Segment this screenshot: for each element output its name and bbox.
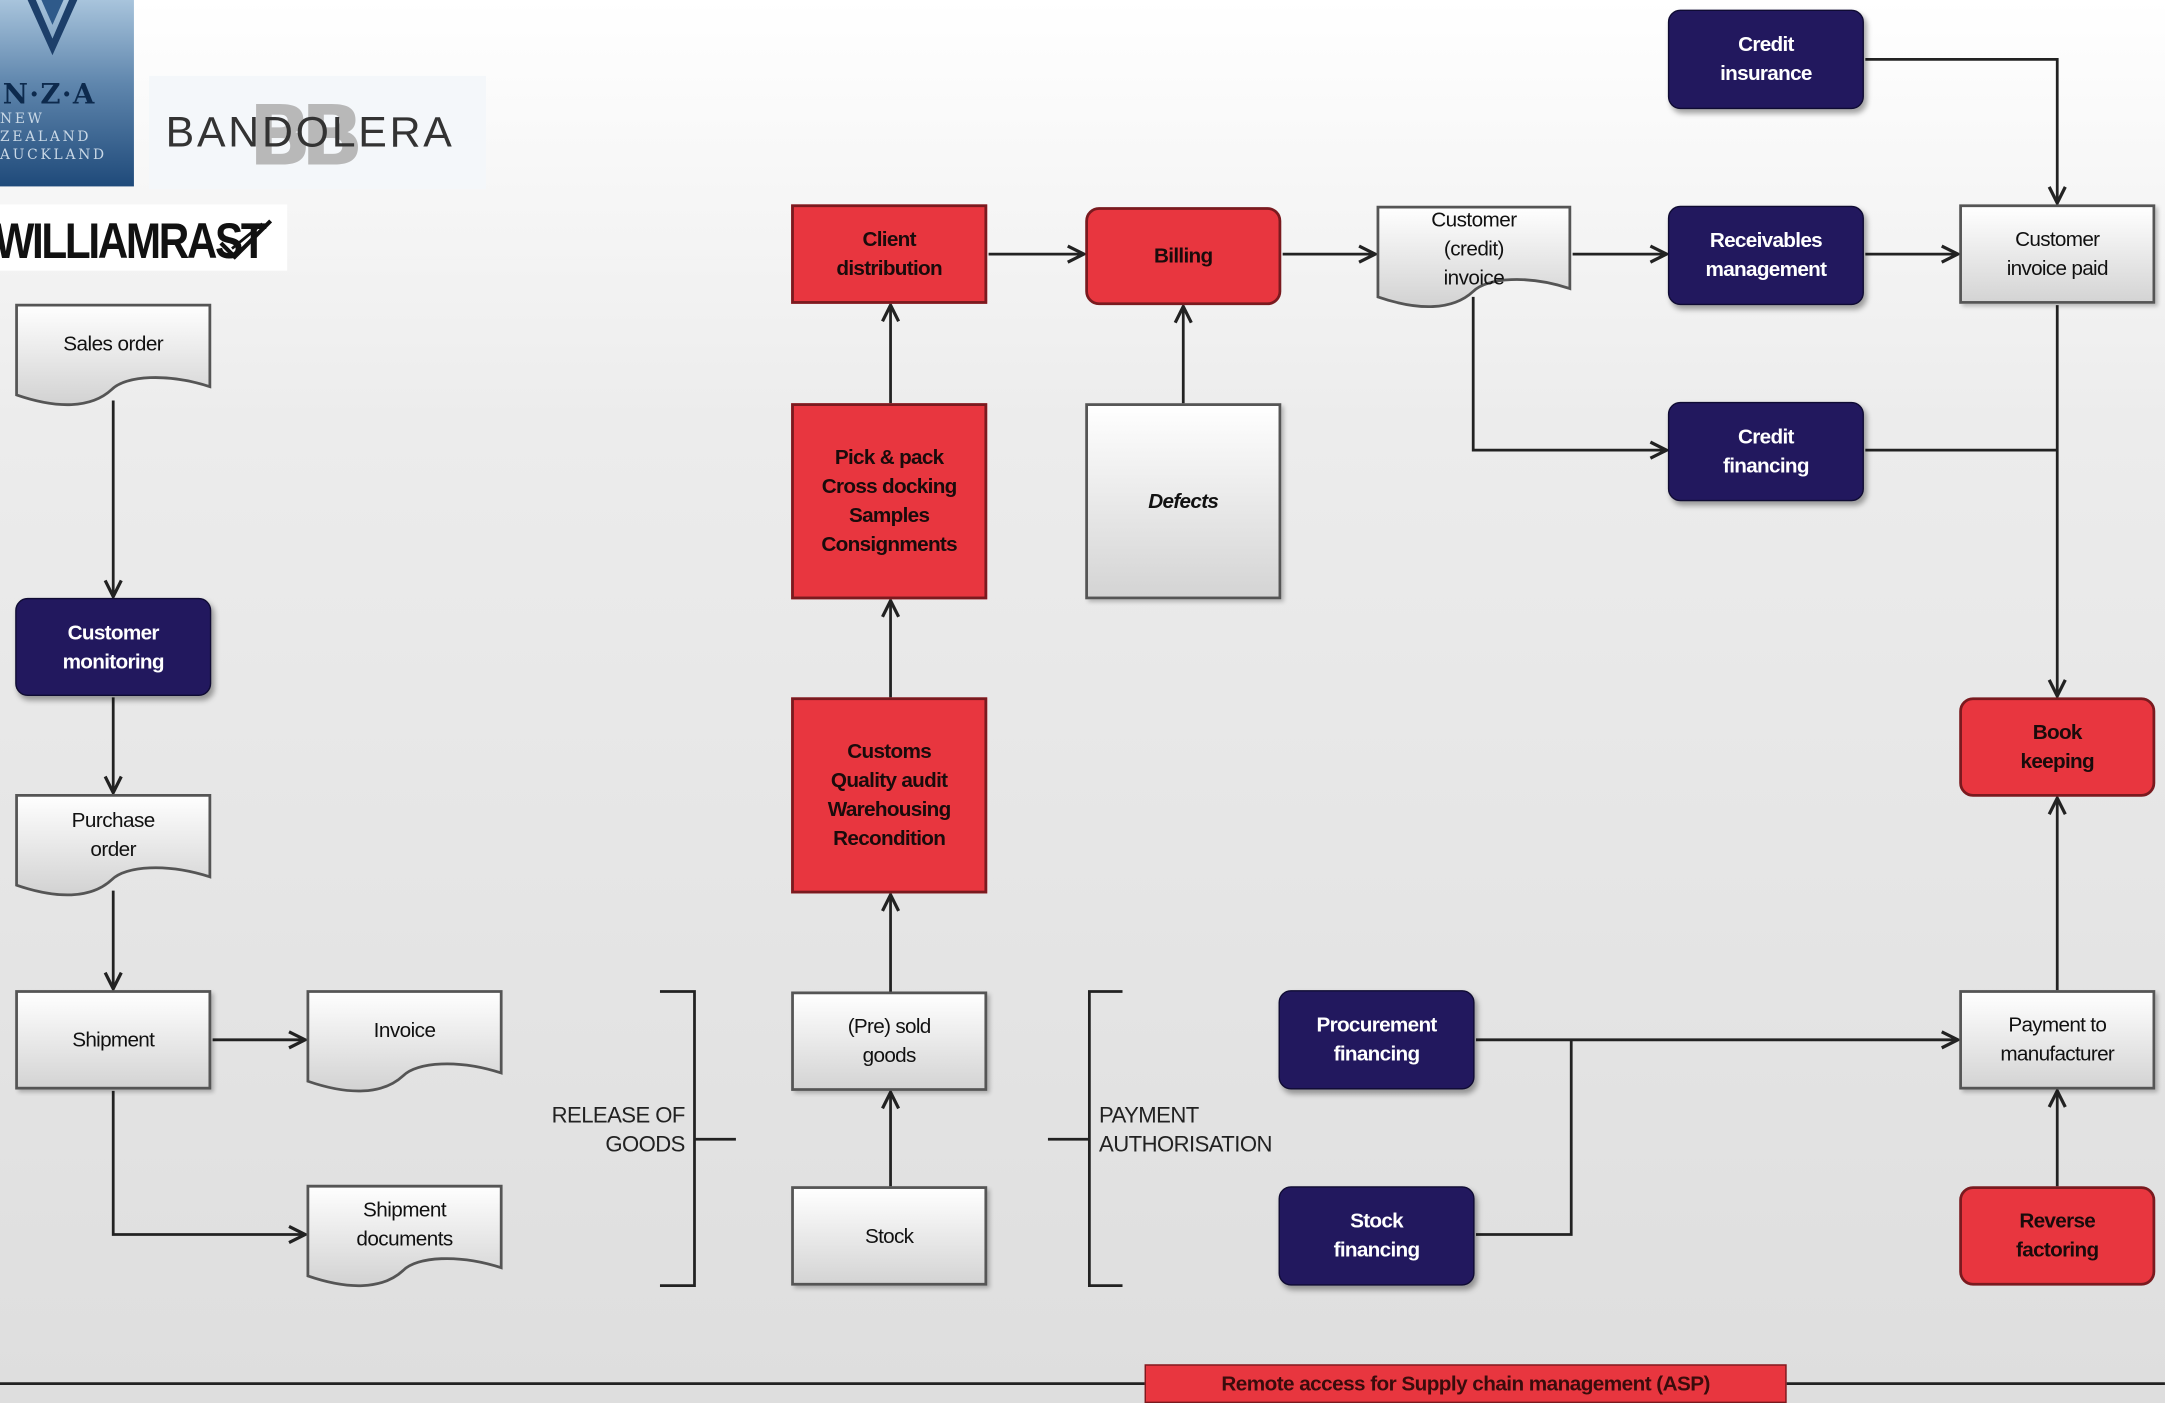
shipment-label: Shipment xyxy=(72,1028,155,1052)
asp-footer-label: Remote access for Supply chain managemen… xyxy=(1221,1371,1710,1396)
sales-order-label: Sales order xyxy=(63,332,164,356)
customer-monitoring-label: Customer monitoring xyxy=(62,620,165,674)
customer-invoice-paid-box: Customer invoice paid xyxy=(1959,204,2156,304)
stock-label: Stock xyxy=(864,1224,914,1248)
credit-insurance-to-customer-invoice-paid-connector xyxy=(1865,57,2057,203)
shipment-to-shipment-documents-connector xyxy=(111,1090,305,1235)
release-of-goods-label: RELEASE OF GOODS xyxy=(551,1104,686,1158)
checkmark-icon xyxy=(219,219,273,260)
shipment-documents-label: Shipment documents xyxy=(356,1198,453,1252)
book-keeping-box: Book keeping xyxy=(1959,697,2156,797)
book-keeping-label: Book keeping xyxy=(2020,720,2095,774)
defects-box: Defects xyxy=(1085,403,1282,600)
customs-label: Customs Quality audit Warehousing Recond… xyxy=(827,740,952,851)
customer-invoice-to-credit-financing-connector xyxy=(1471,296,1666,450)
payment-authorisation-label: PAYMENT AUTHORISATION xyxy=(1099,1104,1272,1158)
bandolera-monogram: BB xyxy=(248,88,364,186)
client-distribution-box: Client distribution xyxy=(791,204,988,304)
nza-logo: N·Z·A NEW ZEALAND AUCKLAND xyxy=(0,0,134,187)
client-distribution-label: Client distribution xyxy=(836,227,942,281)
reverse-factoring-label: Reverse factoring xyxy=(2016,1209,2099,1263)
receivables-management-box: Receivables management xyxy=(1667,205,1864,306)
stock-financing-box: Stock financing xyxy=(1278,1186,1475,1286)
procurement-financing-box: Procurement financing xyxy=(1278,990,1475,1090)
asp-footer-bar: Remote access for Supply chain managemen… xyxy=(1144,1364,1787,1403)
payment-to-manufacturer-box: Payment to manufacturer xyxy=(1959,990,2156,1090)
shipment-documents-document: Shipment documents xyxy=(306,1184,503,1288)
nza-logo-text: N·Z·A xyxy=(2,77,96,111)
purchase-order-document: Purchase order xyxy=(15,794,212,897)
credit-financing-box: Credit financing xyxy=(1667,401,1864,502)
customer-invoice-paid-label: Customer invoice paid xyxy=(2006,227,2109,281)
receivables-management-label: Receivables management xyxy=(1705,229,1827,282)
purchase-order-label: Purchase order xyxy=(71,809,156,862)
nza-logo-subtext: NEW ZEALAND AUCKLAND xyxy=(0,111,107,163)
billing-box: Billing xyxy=(1085,207,1282,306)
procurement-financing-label: Procurement financing xyxy=(1316,1013,1437,1067)
invoice-label: Invoice xyxy=(373,1018,436,1042)
billing-label: Billing xyxy=(1154,244,1213,268)
pick-pack-box: Pick & pack Cross docking Samples Consig… xyxy=(791,403,988,600)
defects-label: Defects xyxy=(1148,489,1219,514)
williamrast-logo: WILLIAMRAST xyxy=(0,204,288,271)
customer-monitoring-box: Customer monitoring xyxy=(15,597,212,696)
williamrast-logo-text: WILLIAMRAST xyxy=(0,212,267,270)
pre-sold-goods-label: (Pre) sold goods xyxy=(847,1014,932,1068)
credit-insurance-box: Credit insurance xyxy=(1667,9,1864,110)
bandolera-logo: BB BANDOLERA xyxy=(149,75,487,190)
bandolera-logo-text: BANDOLERA xyxy=(165,107,455,157)
credit-financing-label: Credit financing xyxy=(1722,425,1810,478)
customer-credit-invoice-document: Customer (credit) invoice xyxy=(1376,205,1572,309)
invoice-document: Invoice xyxy=(306,990,503,1093)
customs-box: Customs Quality audit Warehousing Recond… xyxy=(791,697,988,894)
stock-box: Stock xyxy=(791,1186,988,1286)
stock-financing-to-payment-connector xyxy=(1475,1039,1573,1236)
stock-financing-label: Stock financing xyxy=(1333,1209,1421,1263)
reverse-factoring-box: Reverse factoring xyxy=(1959,1186,2156,1286)
shipment-box: Shipment xyxy=(15,990,212,1090)
sales-order-document: Sales order xyxy=(15,303,212,407)
payment-to-manufacturer-label: Payment to manufacturer xyxy=(2000,1013,2115,1067)
credit-insurance-label: Credit insurance xyxy=(1720,33,1812,86)
release-bracket-connector xyxy=(659,990,736,1287)
pre-sold-goods-box: (Pre) sold goods xyxy=(791,991,988,1091)
payment-bracket-connector xyxy=(1047,990,1123,1287)
customer-credit-invoice-label: Customer (credit) invoice xyxy=(1431,207,1517,290)
pick-pack-label: Pick & pack Cross docking Samples Consig… xyxy=(821,446,957,557)
